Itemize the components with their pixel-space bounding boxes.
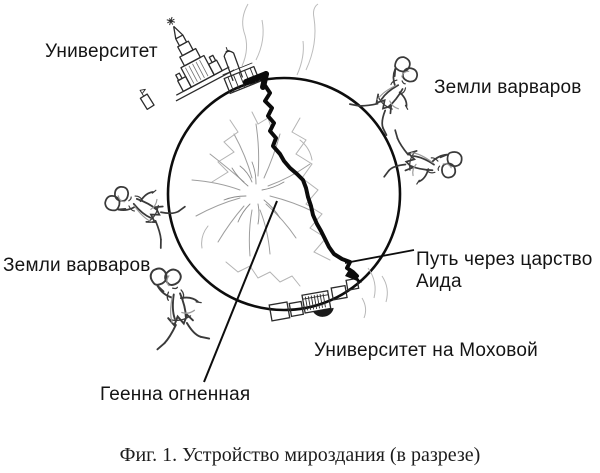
label-hades-path: Путь через царство Аида [416,249,593,292]
gehenna-pointer-line [203,200,278,383]
label-university: Университет [45,41,158,62]
hades-pointer-line [344,249,415,264]
mokhovaya-building-sketch [268,277,360,322]
label-barbarian-lands-top-right: Земли варваров [434,77,582,98]
label-university-mokhovaya: Университет на Моховой [314,340,538,361]
label-gehenna: Геенна огненная [100,384,251,405]
hades-path-line [243,71,362,283]
outer-flame-wisps [361,267,388,319]
figure-caption: Фиг. 1. Устройство мироздания (в разрезе… [119,444,481,466]
barbarian-figure-left [98,168,188,249]
label-barbarian-lands-left: Земли варваров [3,255,151,276]
msu-building-sketch [139,16,261,111]
barbarian-figure-top-right [349,49,435,138]
fire-sketch [191,111,331,287]
globe-circle [166,76,402,312]
smoke-sketch [241,3,319,76]
barbarian-figures [98,49,466,351]
